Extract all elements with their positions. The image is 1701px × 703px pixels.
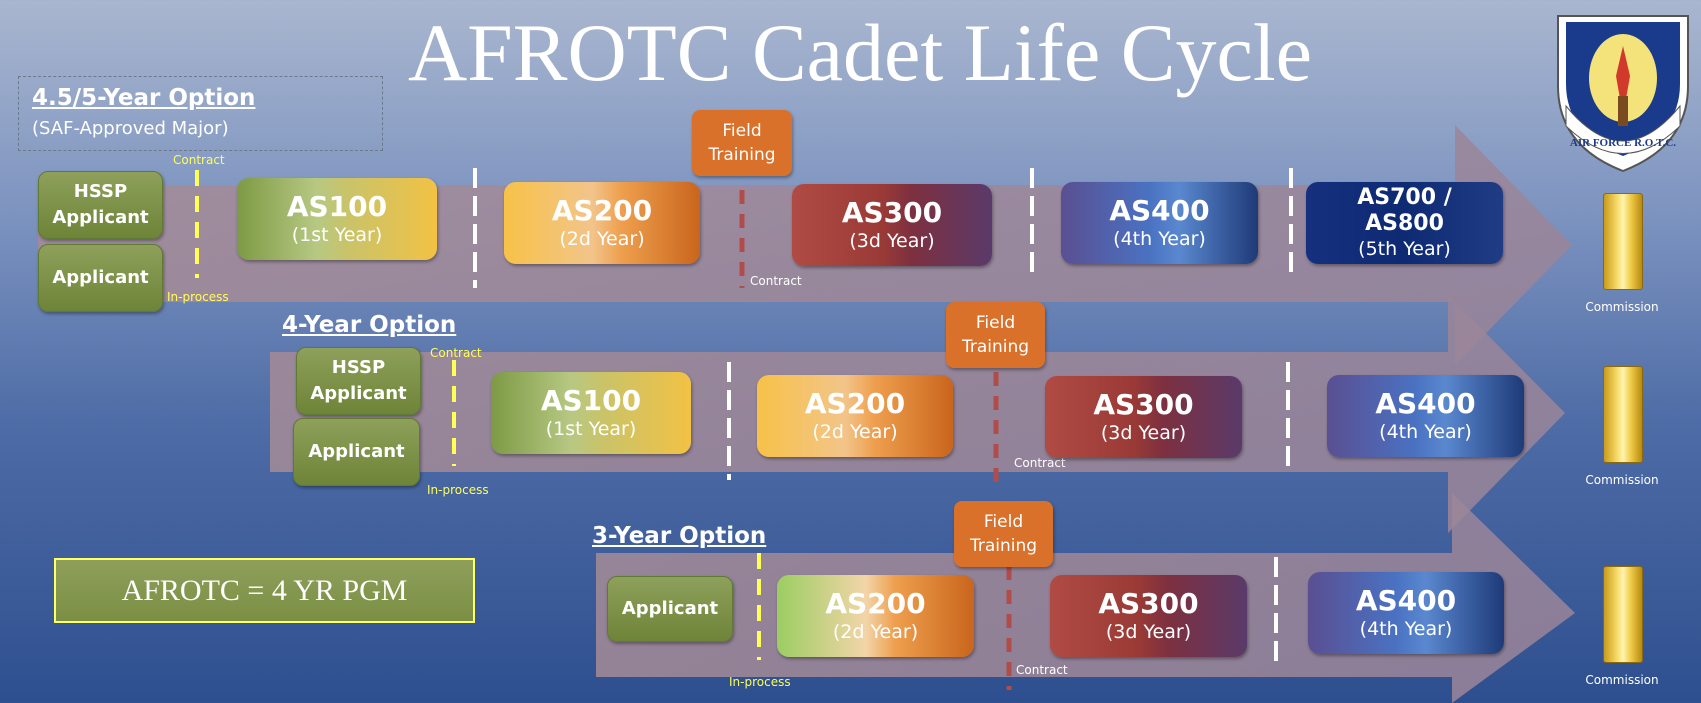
option1-contract2-label: Contract bbox=[750, 274, 802, 288]
option1-commission-label: Commission bbox=[1585, 300, 1659, 314]
option3-as300: AS300 (3d Year) bbox=[1050, 575, 1247, 657]
option1-as200: AS200 (2d Year) bbox=[504, 182, 700, 264]
option1-field-training: Field Training bbox=[692, 110, 792, 176]
option2-as200: AS200 (2d Year) bbox=[757, 375, 953, 457]
option2-contract-label: Contract bbox=[430, 346, 482, 360]
option3-applicant: Applicant bbox=[607, 576, 733, 642]
option3-inprocess-label: In-process bbox=[729, 675, 791, 689]
option2-commission-bar-icon bbox=[1603, 366, 1643, 463]
page-title: AFROTC Cadet Life Cycle bbox=[407, 7, 1313, 98]
option1-inprocess-label: In-process bbox=[167, 290, 229, 304]
option2-field-training: Field Training bbox=[946, 302, 1045, 368]
option2-contract2-label: Contract bbox=[1014, 456, 1066, 470]
option2-as300: AS300 (3d Year) bbox=[1045, 376, 1242, 458]
svg-text:AIR FORCE R.O.T.C.: AIR FORCE R.O.T.C. bbox=[1570, 137, 1676, 149]
option2-title: 4-Year Option bbox=[282, 312, 457, 338]
option1-subtitle: (SAF-Approved Major) bbox=[32, 118, 229, 139]
option2-inprocess-label: In-process bbox=[427, 483, 489, 497]
option2-as400: AS400 (4th Year) bbox=[1327, 375, 1524, 457]
option1-as100: AS100 (1st Year) bbox=[237, 178, 437, 260]
option2-as100: AS100 (1st Year) bbox=[491, 372, 691, 454]
option1-applicant: Applicant bbox=[38, 244, 163, 312]
option2-applicant: Applicant bbox=[293, 418, 420, 486]
option1-title: 4.5/5-Year Option bbox=[32, 85, 256, 111]
afrotc-shield-logo-icon: AIR FORCE R.O.T.C. bbox=[1557, 15, 1689, 173]
option1-as300: AS300 (3d Year) bbox=[792, 184, 992, 266]
option3-as200: AS200 (2d Year) bbox=[777, 575, 974, 657]
option3-commission-label: Commission bbox=[1585, 673, 1659, 687]
option1-as400: AS400 (4th Year) bbox=[1061, 182, 1258, 264]
option1-as700-as800: AS700 / AS800 (5th Year) bbox=[1306, 182, 1503, 264]
option3-contract2-label: Contract bbox=[1016, 663, 1068, 677]
option3-field-training: Field Training bbox=[954, 501, 1053, 567]
pgm-note: AFROTC = 4 YR PGM bbox=[54, 558, 475, 623]
option2-hssp-applicant: HSSP Applicant bbox=[296, 347, 421, 415]
option2-commission-label: Commission bbox=[1585, 473, 1659, 487]
option3-commission-bar-icon bbox=[1603, 566, 1643, 663]
option3-title: 3-Year Option bbox=[592, 523, 767, 549]
option1-contract-label: Contract bbox=[173, 153, 225, 167]
option1-hssp-applicant: HSSP Applicant bbox=[38, 171, 163, 239]
option1-header-box bbox=[18, 76, 383, 151]
option3-as400: AS400 (4th Year) bbox=[1308, 572, 1504, 654]
option1-commission-bar-icon bbox=[1603, 193, 1643, 290]
